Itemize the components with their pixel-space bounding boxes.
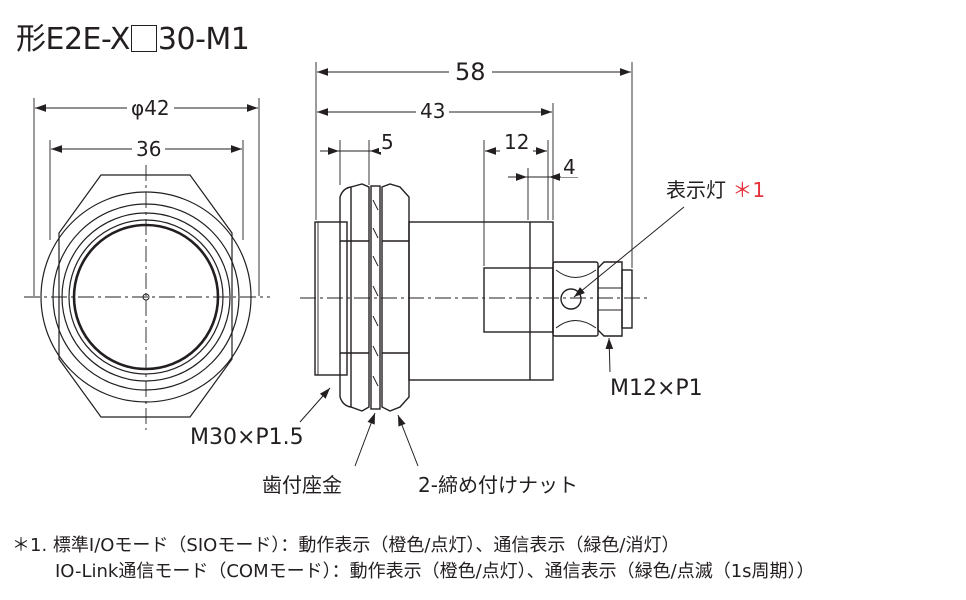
sensor-body: [408, 221, 554, 381]
dim-36-label: 36: [132, 139, 166, 159]
nuts-label: 2-締め付けナット: [418, 473, 578, 497]
nut-left: [350, 183, 370, 412]
dim-5-label: 5: [379, 130, 396, 154]
dim-58-label: 58: [449, 60, 492, 84]
dim-12-label: 12: [500, 132, 534, 152]
title-prefix: 形E2E-X: [16, 22, 130, 57]
hex-nut-outline: [58, 174, 233, 418]
leader-indicator: [573, 206, 685, 298]
dim-phi42-label: φ42: [127, 98, 174, 118]
leader-m12: [605, 337, 614, 373]
page-title: 形E2E-X 30-M1: [16, 14, 250, 58]
connector-stub: [483, 267, 554, 333]
dim-43-label: 43: [416, 101, 450, 121]
leader-m30: [299, 387, 331, 423]
nut-right: [381, 183, 410, 412]
dim-4-label: 4: [561, 155, 578, 179]
leader-nut: [397, 414, 419, 467]
side-view: [300, 183, 648, 412]
footnote-line-2: IO-Link通信モード（COMモード）：動作表示（橙色/点灯）、通信表示（緑色…: [55, 561, 815, 582]
indicator-label: 表示灯: [666, 178, 726, 202]
indicator-note-mark: ＊1: [732, 178, 766, 202]
model-placeholder-box: [130, 25, 157, 52]
toothed-washer-label: 歯付座金: [262, 473, 342, 497]
toothed-washer: [370, 185, 381, 410]
indicator-callout: 表示灯 ＊1: [666, 178, 766, 202]
m12-connector: [597, 261, 623, 337]
m12-thread-label: M12×P1: [610, 376, 703, 401]
front-view: [24, 98, 270, 430]
footnote-line-1: ＊1. 標準I/Oモード（SIOモード）：動作表示（橙色/点灯）、通信表示（緑色…: [12, 535, 680, 556]
sensor-front-thread: [314, 221, 348, 376]
leader-washer: [354, 412, 376, 467]
m30-thread-label: M30×P1.5: [190, 425, 304, 450]
indicator-lamp: [560, 288, 582, 310]
title-suffix: 30-M1: [157, 22, 250, 57]
